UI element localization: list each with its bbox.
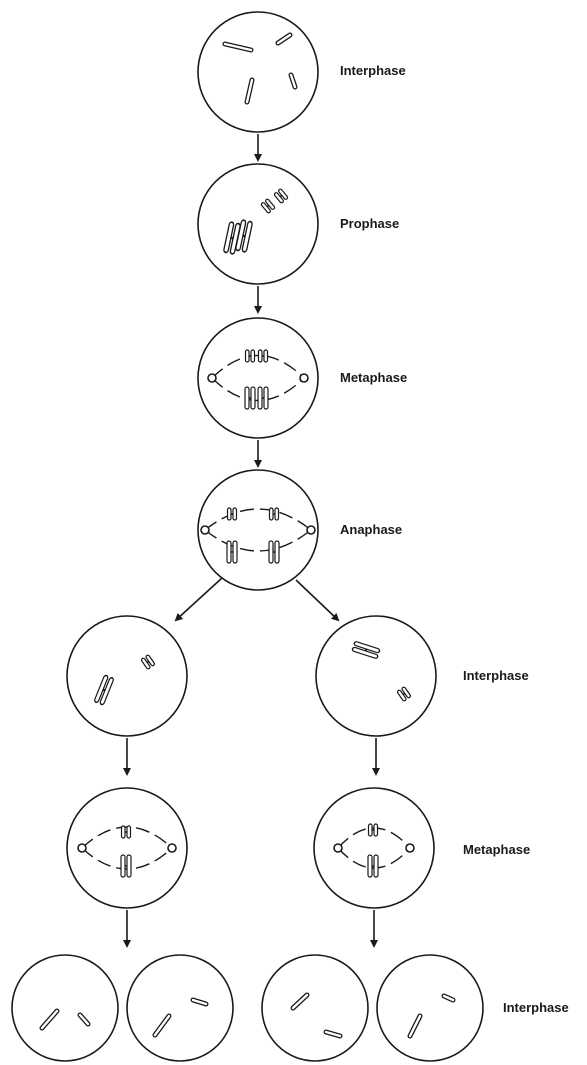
cell-prophase [197,163,319,285]
cell-daughter-2 [126,954,234,1062]
cell-daughter-1 [11,954,119,1062]
cell-interphase-top [197,11,319,133]
arrow-split-left [174,577,223,622]
cell-daughter-4 [376,954,484,1062]
cell-metaphase-left [66,787,188,909]
label-interphase-mid: Interphase [463,668,529,683]
cell-interphase-left [66,615,188,737]
label-anaphase: Anaphase [340,522,403,537]
label-prophase: Prophase [340,216,400,231]
label-metaphase-top: Metaphase [340,370,408,385]
label-interphase-bottom: Interphase [503,1000,569,1015]
cell-anaphase [197,469,319,591]
arrow-split-right [295,579,340,622]
label-metaphase-bottom: Metaphase [463,842,531,857]
cell-metaphase-top [197,317,319,439]
cell-interphase-right [315,615,437,737]
label-interphase-top: Interphase [340,63,406,78]
cell-metaphase-right [313,787,435,909]
cell-daughter-3 [261,954,369,1062]
